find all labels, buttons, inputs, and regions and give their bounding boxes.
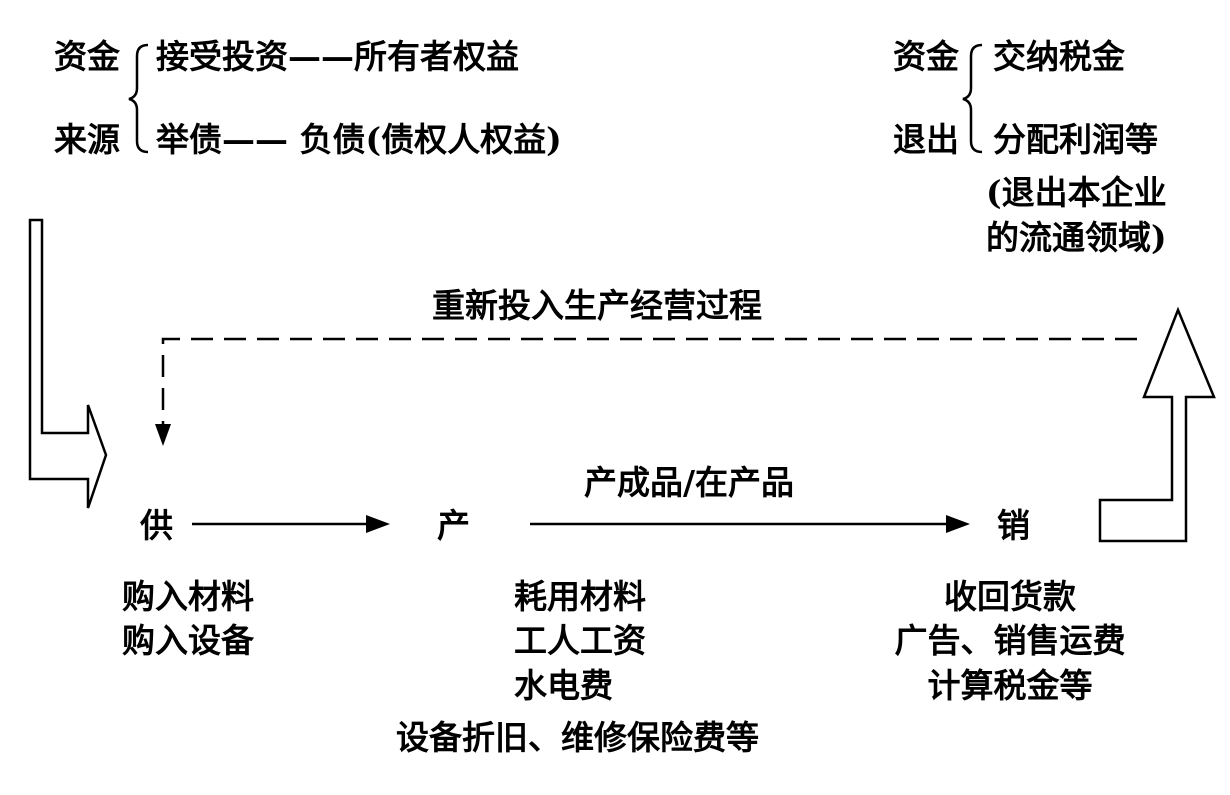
supply-to-production-arrowhead	[366, 515, 390, 533]
sales-item: 计算税金等	[927, 666, 1093, 705]
production-item: 水电费	[514, 666, 613, 705]
exit-label-line2: 退出	[893, 120, 959, 159]
stage-sales: 销	[997, 506, 1030, 545]
supply-item: 购入材料	[122, 577, 254, 616]
exit-note-line1: (退出本企业	[986, 173, 1167, 212]
production-item: 耗用材料	[514, 577, 646, 616]
exit-item-tax: 交纳税金	[993, 37, 1125, 76]
exit-item-profit: 分配利润等	[993, 120, 1158, 159]
production-footer: 设备折旧、维修保险费等	[396, 718, 759, 757]
source-item-investment: 接受投资——所有者权益	[156, 37, 519, 76]
source-item-debt: 举债—— 负债(债权人权益)	[156, 120, 562, 159]
outflow-arrow	[1098, 306, 1216, 543]
exit-note-line2: 的流通领域)	[986, 218, 1167, 257]
source-label-line1: 资金	[54, 37, 120, 76]
sales-item: 广告、销售运费	[894, 621, 1126, 660]
supply-item: 购入设备	[122, 621, 254, 660]
source-label-line2: 来源	[54, 120, 120, 159]
source-brace	[128, 43, 149, 154]
production-item: 工人工资	[514, 621, 646, 660]
stage-production: 产	[437, 506, 470, 545]
stage-supply: 供	[140, 506, 173, 545]
production-to-sales-arrowhead	[946, 515, 970, 533]
inflow-arrow	[28, 218, 108, 509]
reinvest-label: 重新投入生产经营过程	[432, 286, 762, 325]
flow-label: 产成品/在产品	[584, 463, 795, 502]
reinvest-dashed-line	[161, 337, 1137, 430]
reinvest-arrowhead	[155, 424, 171, 446]
exit-label-line1: 资金	[893, 37, 959, 76]
sales-item: 收回货款	[944, 577, 1076, 616]
exit-brace	[962, 43, 983, 154]
